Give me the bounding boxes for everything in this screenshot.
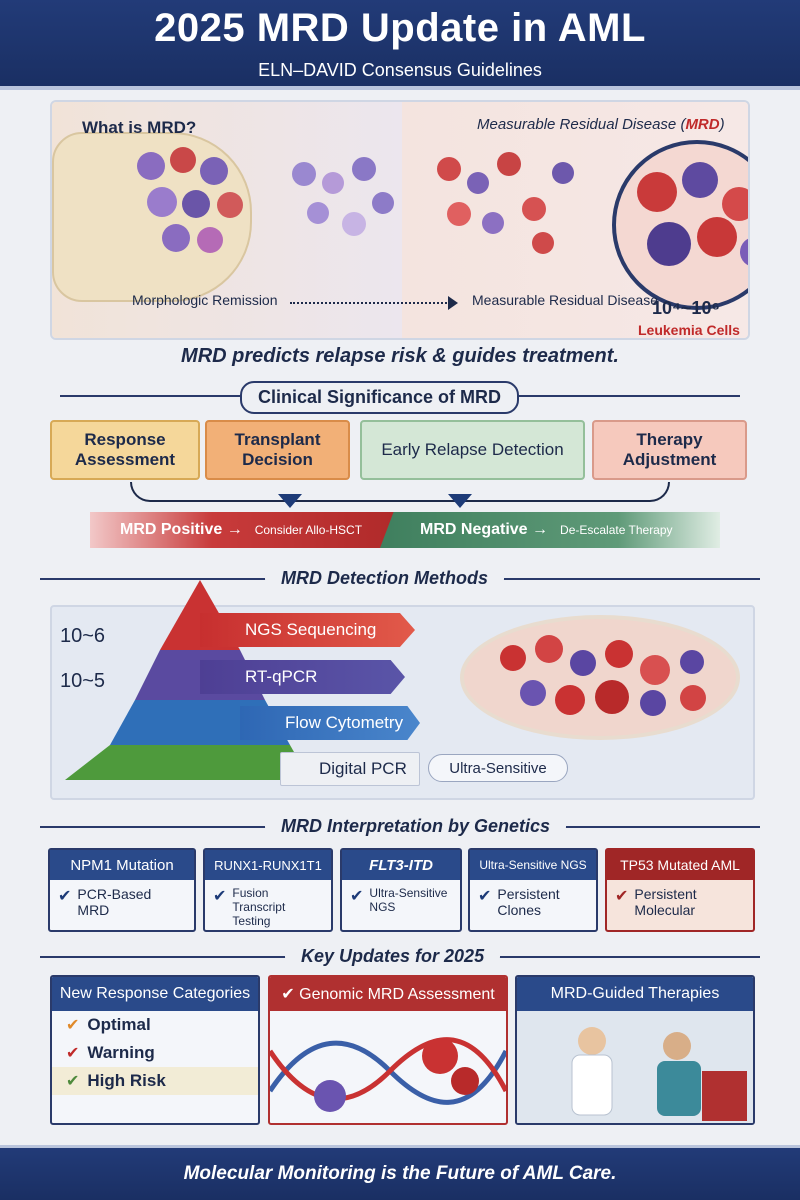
check-icon: ✔ <box>66 1017 80 1034</box>
check-icon: ✔ <box>478 888 492 905</box>
leukemia-cell-count: 10⁴~10⁶ <box>652 298 720 318</box>
check-icon: ✔ <box>350 888 364 905</box>
card-title: Ultra-Sensitive NGS <box>470 850 596 880</box>
doctor-patient-illustration <box>517 1011 753 1123</box>
footer-banner: Molecular Monitoring is the Future of AM… <box>0 1145 800 1200</box>
genetics-heading: MRD Interpretation by Genetics <box>265 812 567 841</box>
method-digital-pcr: Digital PCR <box>280 752 420 786</box>
down-arrow-icon <box>448 494 472 508</box>
genomic-assessment-card: ✔ Genomic MRD Assessment <box>268 975 508 1125</box>
mrd-definition: Measurable Residual Disease (MRD) <box>477 116 725 133</box>
arrow-head-icon <box>448 296 458 310</box>
detection-methods-heading: MRD Detection Methods <box>265 564 504 593</box>
down-arrow-icon <box>278 494 302 508</box>
genetics-card-npm1: NPM1 Mutation ✔PCR-Based MRD <box>48 848 196 932</box>
response-categories-card: New Response Categories ✔Optimal ✔Warnin… <box>50 975 260 1125</box>
genetics-card-ngs: Ultra-Sensitive NGS ✔Persistent Clones <box>468 848 598 932</box>
method-rt-qpcr: RT-qPCR <box>200 660 405 694</box>
response-assessment-box: Response Assessment <box>50 420 200 480</box>
card-title: RUNX1-RUNX1T1 <box>205 850 331 880</box>
sensitivity-label-1e5: 10~5 <box>60 670 106 692</box>
category-high-risk: ✔High Risk <box>52 1067 258 1095</box>
page-title: 2025 MRD Update in AML <box>154 6 646 50</box>
tagline: MRD predicts relapse risk & guides treat… <box>181 345 619 367</box>
sensitivity-label-1e6: 10~6 <box>60 625 106 647</box>
check-icon: ✔ <box>615 888 629 905</box>
card-title: ✔ Genomic MRD Assessment <box>270 977 506 1011</box>
genetics-card-runx1: RUNX1-RUNX1T1 ✔Fusion Transcript Testing <box>203 848 333 932</box>
dna-helix-illustration <box>270 1037 506 1112</box>
leukemia-cells-label: Leukemia Cells <box>638 322 740 338</box>
category-optimal: ✔Optimal <box>66 1015 151 1034</box>
morphologic-remission-label: Morphologic Remission <box>132 292 278 308</box>
card-title: NPM1 Mutation <box>50 850 194 880</box>
card-title: FLT3-ITD <box>342 850 460 880</box>
header-banner <box>0 0 800 90</box>
card-title: MRD-Guided Therapies <box>517 977 753 1011</box>
what-is-mrd-question: What is MRD? <box>82 118 197 137</box>
mrd-positive-banner: MRD Positive →Consider Allo-HSCT <box>90 512 395 548</box>
category-warning: ✔Warning <box>66 1043 155 1062</box>
check-icon: ✔ <box>66 1073 80 1090</box>
genetics-card-tp53: TP53 Mutated AML ✔Persistent Molecular <box>605 848 755 932</box>
therapy-adjustment-box: Therapy Adjustment <box>592 420 747 480</box>
card-title: New Response Categories <box>52 977 258 1011</box>
early-relapse-box: Early Relapse Detection <box>360 420 585 480</box>
page-subtitle: ELN–DAVID Consensus Guidelines <box>258 60 542 80</box>
what-is-mrd-panel: What is MRD? Measurable Residual Disease… <box>50 100 750 340</box>
key-updates-heading: Key Updates for 2025 <box>285 942 501 971</box>
bracket-connector <box>130 482 670 502</box>
ultra-sensitive-tag: Ultra-Sensitive <box>428 754 568 782</box>
card-title: TP53 Mutated AML <box>607 850 753 880</box>
clinical-significance-heading: Clinical Significance of MRD <box>240 381 520 414</box>
transplant-decision-box: Transplant Decision <box>205 420 350 480</box>
guided-therapies-card: MRD-Guided Therapies <box>515 975 755 1125</box>
petri-dish-illustration <box>460 615 740 740</box>
transition-arrow <box>290 302 450 304</box>
residual-disease-label: Measurable Residual Disease <box>472 292 658 308</box>
method-flow-cytometry: Flow Cytometry <box>240 706 420 740</box>
check-icon: ✔ <box>66 1045 80 1062</box>
genetics-card-flt3: FLT3-ITD ✔Ultra-Sensitive NGS <box>340 848 462 932</box>
method-ngs: NGS Sequencing <box>200 613 415 647</box>
mrd-negative-banner: MRD Negative →De-Escalate Therapy <box>380 512 720 548</box>
check-icon: ✔ <box>58 888 72 905</box>
check-icon: ✔ <box>213 888 227 905</box>
